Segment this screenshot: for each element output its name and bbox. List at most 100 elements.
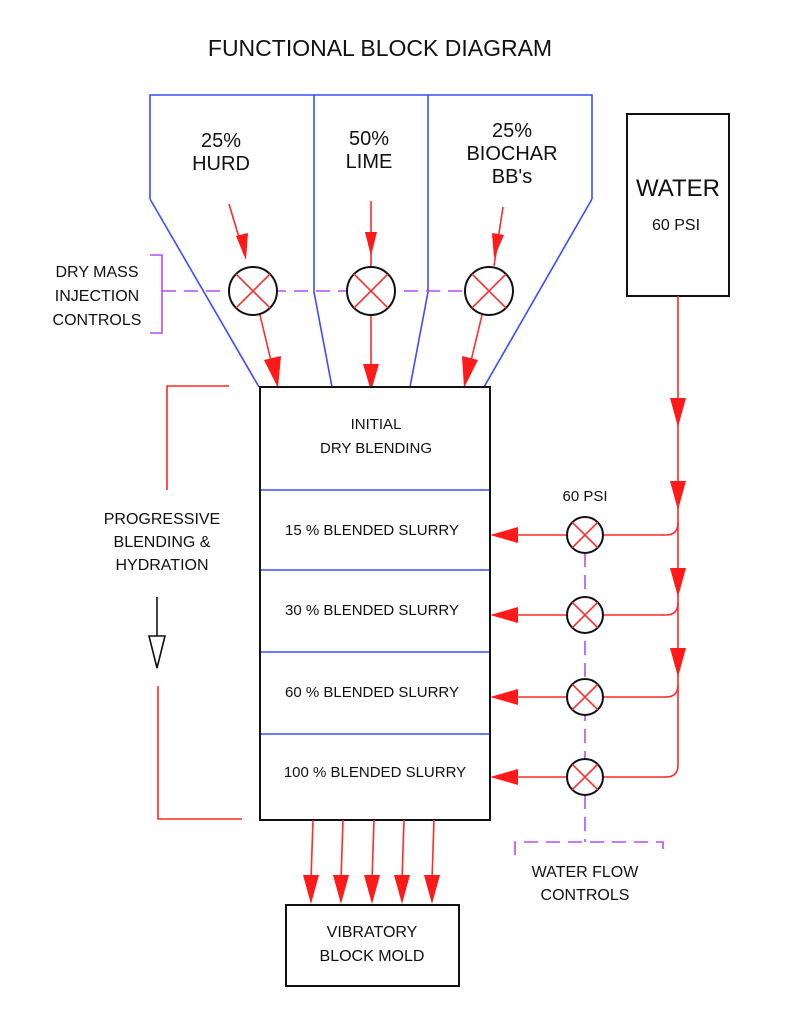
biochar-feed [462,206,504,388]
hopper-divider-right [409,95,429,388]
water-valve-30-icon-cross-2 [571,601,599,629]
mold-feed-arrowhead-1 [303,875,319,904]
water-branch-60-supply [603,684,679,698]
hurd-feed [228,203,281,388]
water-flow-label-line-2: CONTROLS [541,887,630,904]
mold-feed-arrowhead-3 [364,875,380,904]
water-branch-15 [490,522,679,543]
stage-initial-line-2: DRY BLENDING [320,440,432,457]
lime-output-arrowhead [363,364,379,391]
mold-label-line-2: BLOCK MOLD [320,948,425,965]
hurd-output-line [259,314,273,366]
bin-hurd-percent: 25% [201,130,241,152]
water-flow-label-line-1: WATER FLOW [532,864,640,881]
mold-label: VIBRATORY BLOCK MOLD [320,924,425,965]
water-source-pressure: 60 PSI [652,217,700,234]
bin-lime-name: LIME [346,151,393,173]
water-branch-60 [490,684,679,705]
biochar-valve-icon[interactable] [464,266,514,316]
water-main-arrowhead-3 [670,568,686,597]
hopper-left-slope [149,198,260,388]
bin-biochar-percent: 25% [492,120,532,142]
hopper-top-outline [149,94,593,199]
water-branch-30 [490,602,679,623]
water-branch-100-arrowhead [490,769,518,785]
diagram-title: FUNCTIONAL BLOCK DIAGRAM [208,35,552,61]
bin-lime: 50% LIME [346,128,393,173]
bin-biochar: 25% BIOCHAR BB's [466,120,557,188]
biochar-output-arrowhead [462,356,478,388]
water-valve-pressure: 60 PSI [562,488,607,505]
water-valve-30-icon[interactable] [566,596,604,634]
stage-60-percent: 60 % BLENDED SLURRY [285,684,459,701]
lime-feed [363,201,379,391]
water-main-arrowhead-4 [670,648,686,677]
bin-lime-percent: 50% [349,128,389,150]
mold-feed-line-2 [340,819,344,881]
mold-feed-arrowhead-4 [394,875,410,904]
hopper [149,94,593,388]
dry-mass-label-line-1: DRY MASS [56,264,139,281]
biochar-input-arrowhead [492,233,504,258]
hopper-right-slope [483,198,593,388]
bin-biochar-name: BIOCHAR [466,143,557,165]
water-flow-bracket [514,841,664,855]
water-valve-15-icon[interactable] [566,516,604,554]
bin-hurd: 25% HURD [192,130,250,175]
mold-feed-line-1 [310,819,314,881]
water-valve-60-icon-cross-2 [571,683,599,711]
water-main-arrowhead-1 [670,398,686,427]
water-source-label: WATER [636,175,720,202]
dry-mass-label-line-3: CONTROLS [53,312,142,329]
mold-feed-line-5 [431,819,435,881]
stage-100-percent: 100 % BLENDED SLURRY [284,764,466,781]
hurd-valve-icon-cross-2 [235,273,271,309]
bin-hurd-name: HURD [192,153,250,175]
water-valve-100-icon-cross-2 [571,763,599,791]
stage-initial-line-1: INITIAL [351,416,402,433]
stage-30-percent: 30 % BLENDED SLURRY [285,602,459,619]
lime-valve-icon[interactable] [346,266,396,316]
mold-feed-arrowhead-5 [424,875,440,904]
water-branch-15-arrowhead [490,527,518,543]
water-flow-controls-label: WATER FLOW CONTROLS [532,864,640,904]
mold-box [285,904,460,987]
stage-initial-dry-blending: INITIAL DRY BLENDING [320,416,432,457]
progressive-label-line-1: PROGRESSIVE [104,511,220,528]
water-branch-100 [490,769,666,785]
progress-down-arrow-icon [147,597,167,669]
progressive-label: PROGRESSIVE BLENDING & HYDRATION [104,511,220,574]
dry-mass-bracket [150,254,163,334]
hopper-divider-left [313,95,333,388]
water-source-box [626,113,730,297]
bin-biochar-name-2: BB's [492,166,533,188]
dry-mass-label-line-2: INJECTION [55,288,139,305]
hurd-input-arrowhead [236,233,248,260]
water-branch-15-supply [603,522,679,536]
lime-valve-icon-cross-2 [353,273,389,309]
hurd-valve-icon[interactable] [228,266,278,316]
progressive-bracket-bottom [157,686,242,820]
water-valve-15-icon-cross-2 [571,521,599,549]
water-branch-30-arrowhead [490,607,518,623]
progressive-label-line-3: HYDRATION [115,557,208,574]
water-main-arrowhead-2 [670,481,686,510]
water-valve-60-icon[interactable] [566,678,604,716]
mold-feed-arrowhead-2 [333,875,349,904]
progressive-bracket-top [166,385,229,490]
dry-mass-controls-label: DRY MASS INJECTION CONTROLS [53,264,142,329]
stage-15-percent: 15 % BLENDED SLURRY [285,522,459,539]
water-branch-60-arrowhead [490,689,518,705]
mold-label-line-1: VIBRATORY [327,924,418,941]
mold-feed-line-3 [371,819,375,881]
biochar-valve-icon-cross-2 [471,273,507,309]
blender-box [259,386,491,821]
biochar-output-line [469,314,483,366]
hurd-output-arrowhead [264,356,281,388]
lime-input-arrowhead [365,232,377,256]
mold-feed-line-4 [401,819,405,881]
water-valve-100-icon[interactable] [566,758,604,796]
water-branch-30-supply [603,602,679,616]
progressive-label-line-2: BLENDING & [114,534,211,551]
